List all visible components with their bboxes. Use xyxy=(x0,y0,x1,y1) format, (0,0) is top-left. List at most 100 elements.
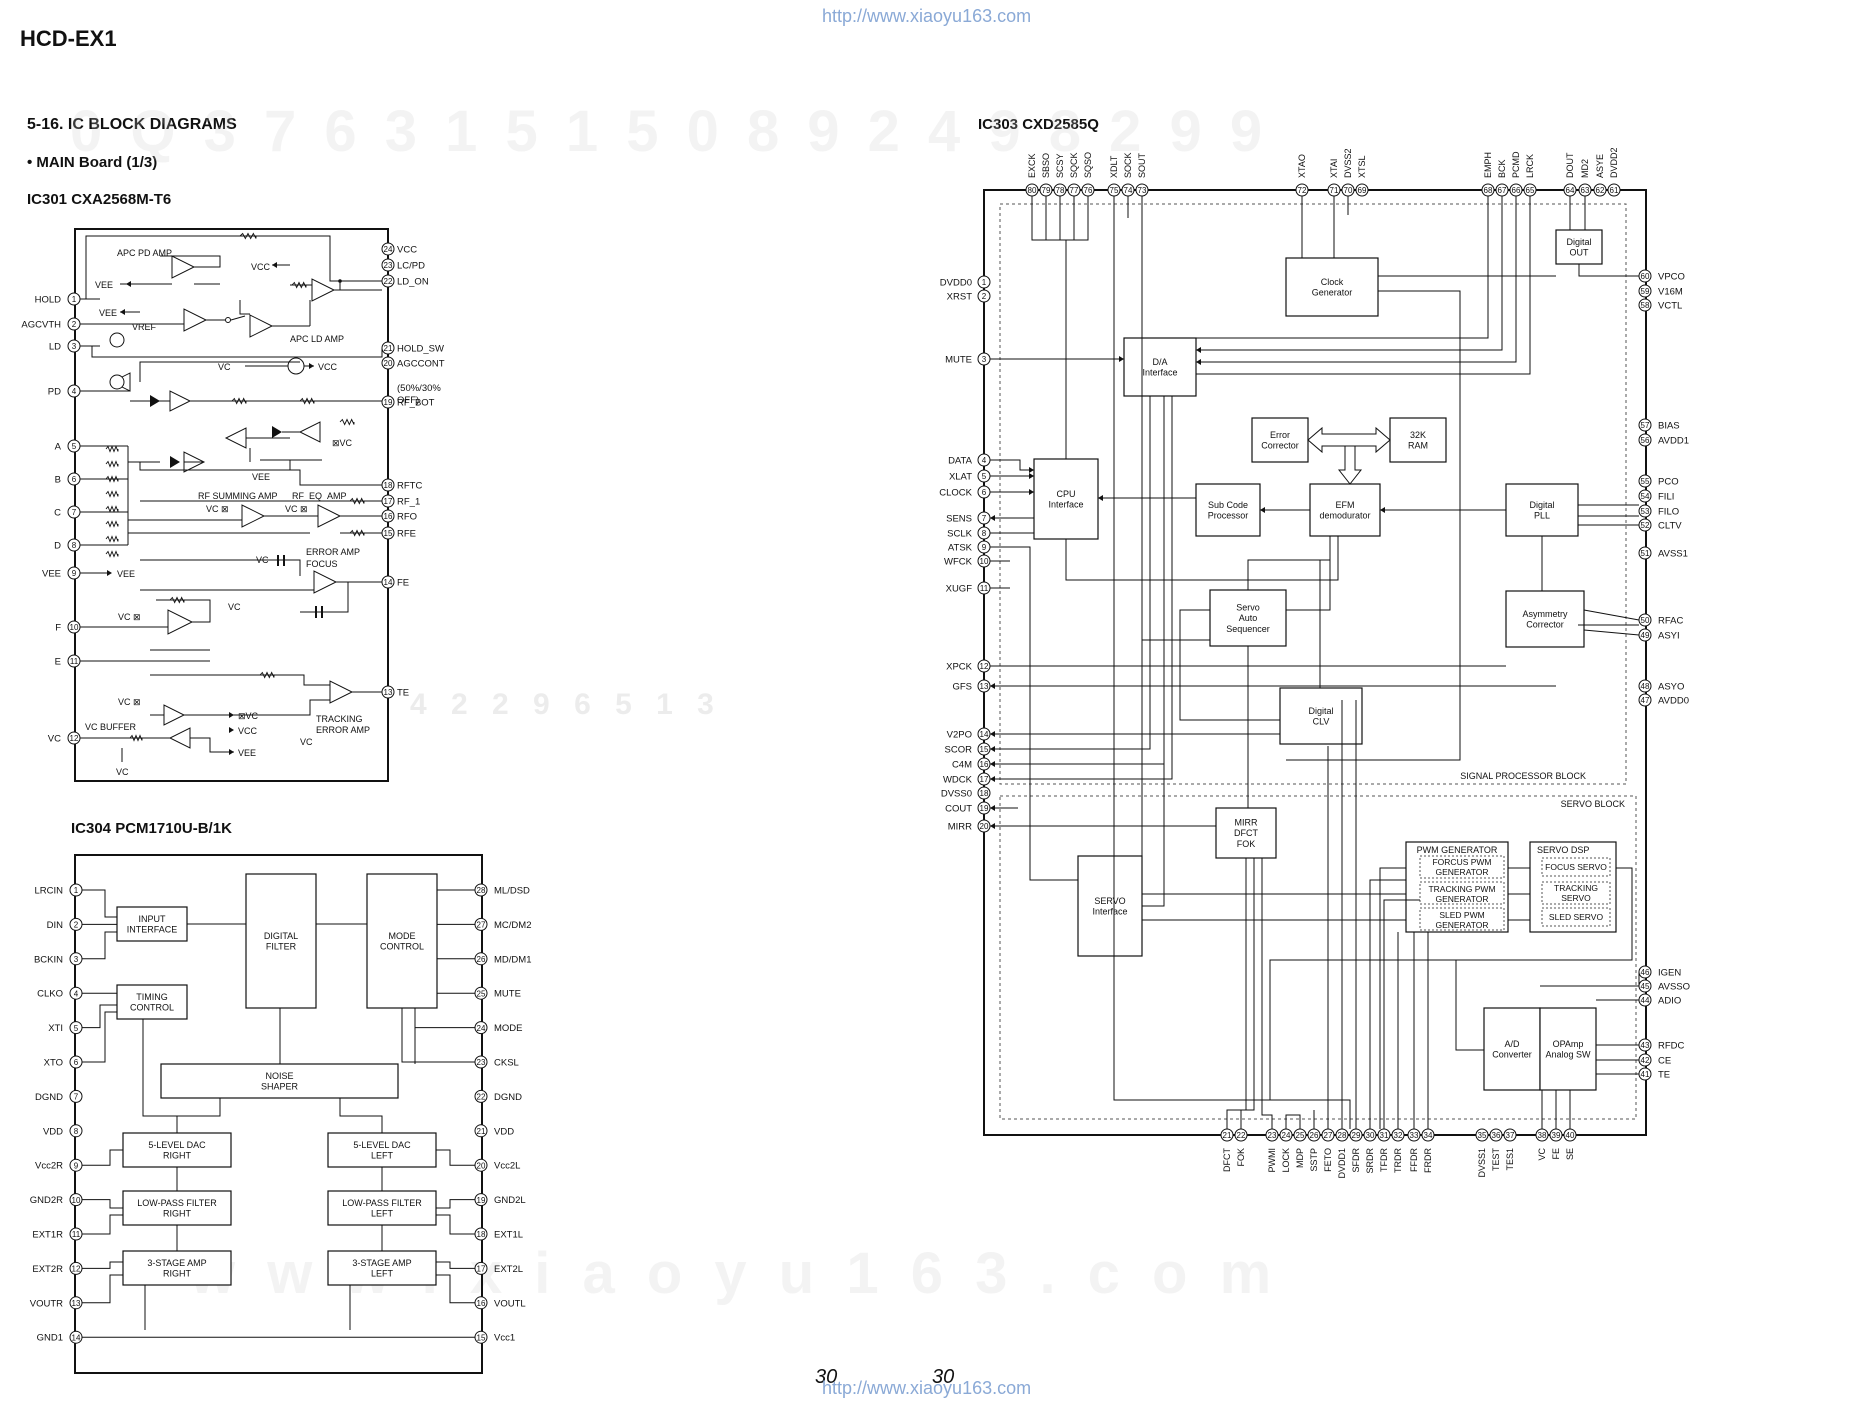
pin-number: 25 xyxy=(477,989,486,998)
digital-filter-block-text: FILTER xyxy=(266,942,297,952)
ic303-pin-label: DVSS1 xyxy=(1477,1148,1487,1178)
pin-number: 20 xyxy=(477,1161,486,1170)
pin-number: 4 xyxy=(74,989,79,998)
ic303-pin-label: FE xyxy=(1551,1148,1561,1160)
top-url[interactable]: http://www.xiaoyu163.com xyxy=(822,6,1032,26)
ic303-pin-label: TES1 xyxy=(1505,1148,1515,1171)
ic304-outline xyxy=(74,854,483,1374)
ic303-pin-label: WFCK xyxy=(944,557,973,568)
ic304-pin-8 xyxy=(69,1124,83,1138)
pin-number: 63 xyxy=(1581,186,1590,195)
ic303-pin-label: XTAO xyxy=(1297,154,1307,178)
watermark-row-3: 4 2 2 9 6 5 1 3 xyxy=(410,688,722,721)
ic301-pin-label: A xyxy=(55,442,62,453)
vref-label: VREF xyxy=(132,322,157,332)
pin-number: 24 xyxy=(477,1024,486,1033)
da-interface-block-text: Interface xyxy=(1142,368,1177,378)
data-bus-arrow xyxy=(1307,426,1391,454)
servo-interface-block-text: Interface xyxy=(1092,907,1127,917)
ic303-pin-label: FOK xyxy=(1236,1148,1246,1167)
page-number-right: 30 xyxy=(932,1366,955,1388)
asymmetry-block xyxy=(1505,590,1585,648)
opamp-symbol xyxy=(298,421,321,443)
ic303-pin-label: SSTP xyxy=(1309,1148,1319,1172)
efm-block-text: demodurator xyxy=(1319,511,1370,521)
error-corrector-block-text: Corrector xyxy=(1261,441,1299,451)
pin-number: 6 xyxy=(74,1058,79,1067)
ic303-pin-label: LOCK xyxy=(1281,1148,1291,1173)
ic303-pin-label: XPCK xyxy=(946,662,973,673)
pin-number: 23 xyxy=(384,261,393,270)
sled-pwm-block xyxy=(1419,907,1505,931)
ic303-pin-label: DVDD1 xyxy=(1337,1148,1347,1179)
lpf-left-block-text: LEFT xyxy=(371,1209,394,1219)
ic303-pin-label: EMPH xyxy=(1483,152,1493,178)
resistor-symbol xyxy=(239,232,257,240)
tracking-pwm-block xyxy=(1419,881,1505,905)
ic301-pin-label: AGCCONT xyxy=(397,359,445,370)
pin-number: 14 xyxy=(980,730,989,739)
pin-number: 9 xyxy=(982,543,987,552)
ic303-pin-69 xyxy=(1355,183,1369,197)
arrow-head xyxy=(1196,359,1201,365)
arrow-head xyxy=(1029,489,1034,495)
digital-out-block-text: Digital xyxy=(1566,237,1591,247)
resistor-symbol xyxy=(105,535,119,543)
pin-number: 58 xyxy=(1641,301,1650,310)
ic303-pin-label: FILI xyxy=(1658,492,1674,503)
diode-symbol xyxy=(272,426,282,438)
opamp-symbol xyxy=(163,704,186,726)
ic303-pin-label: TFDR xyxy=(1379,1148,1389,1172)
ic303-pin-label: SBSO xyxy=(1041,153,1051,178)
vc-label: VC ⊠ xyxy=(285,504,308,514)
ic301-pin-label: RF_BOT xyxy=(397,398,435,409)
pin-number: 80 xyxy=(1028,186,1037,195)
ic304-pin-label: MODE xyxy=(494,1023,523,1034)
da-interface-block xyxy=(1123,337,1197,397)
bottom-url[interactable]: http://www.xiaoyu163.com xyxy=(822,1378,1032,1398)
digital-filter-block xyxy=(245,873,317,1009)
ic303-pin-label: CE xyxy=(1658,1056,1671,1067)
dac-right-block-text: RIGHT xyxy=(163,1151,192,1161)
ic301-pin-label: C xyxy=(54,508,61,519)
ic304-pin-7 xyxy=(69,1089,83,1103)
opamp-symbol xyxy=(317,504,342,528)
pin-number: 69 xyxy=(1358,186,1367,195)
ic301-pin-label: LD_ON xyxy=(397,277,429,288)
timing-control-block xyxy=(116,984,188,1020)
amp-left-block-text: 3-STAGE AMP xyxy=(352,1258,411,1268)
ic303-pin-label: XUGF xyxy=(946,584,973,595)
ic303-pin-53 xyxy=(1638,504,1652,518)
digital-clv-block-text: CLV xyxy=(1313,717,1330,727)
clock-generator-block xyxy=(1285,257,1379,317)
pin-number: 5 xyxy=(74,1024,79,1033)
pin-number: 6 xyxy=(72,475,77,484)
pin-number: 53 xyxy=(1641,507,1650,516)
agccont-note: (50%/30% xyxy=(397,383,441,394)
lpf-left-block xyxy=(327,1190,437,1226)
ic304-pin-label: GND2L xyxy=(494,1195,526,1206)
focus-pwm-block xyxy=(1419,855,1505,879)
pin-number: 23 xyxy=(477,1058,486,1067)
pin-number: 21 xyxy=(1223,1131,1232,1140)
ic303-pin-59 xyxy=(1638,284,1652,298)
pin-number: 11 xyxy=(70,657,79,666)
cpu-interface-block-text: Interface xyxy=(1048,500,1083,510)
focus-pwm-label: GENERATOR xyxy=(1435,867,1488,877)
ic303-pin-label: PCO xyxy=(1658,477,1679,488)
opamp-symbol xyxy=(313,570,338,594)
clock-generator-block-text: Clock xyxy=(1321,277,1344,287)
opamp-symbol xyxy=(241,504,266,528)
ic303-pin-1 xyxy=(977,275,991,289)
ic303-pin-label: DOUT xyxy=(1565,152,1575,178)
opamp-symbol xyxy=(168,727,191,749)
arrow-head xyxy=(1380,507,1385,513)
pin-number: 20 xyxy=(980,822,989,831)
pin-number: 40 xyxy=(1566,1131,1575,1140)
ic303-pin-label: SOCK xyxy=(1123,152,1133,178)
opamp-block-text: Analog SW xyxy=(1545,1050,1591,1060)
input-interface-block xyxy=(116,906,188,942)
tracking-pwm-label: GENERATOR xyxy=(1435,894,1488,904)
ic303-pin-label: BIAS xyxy=(1658,421,1680,432)
